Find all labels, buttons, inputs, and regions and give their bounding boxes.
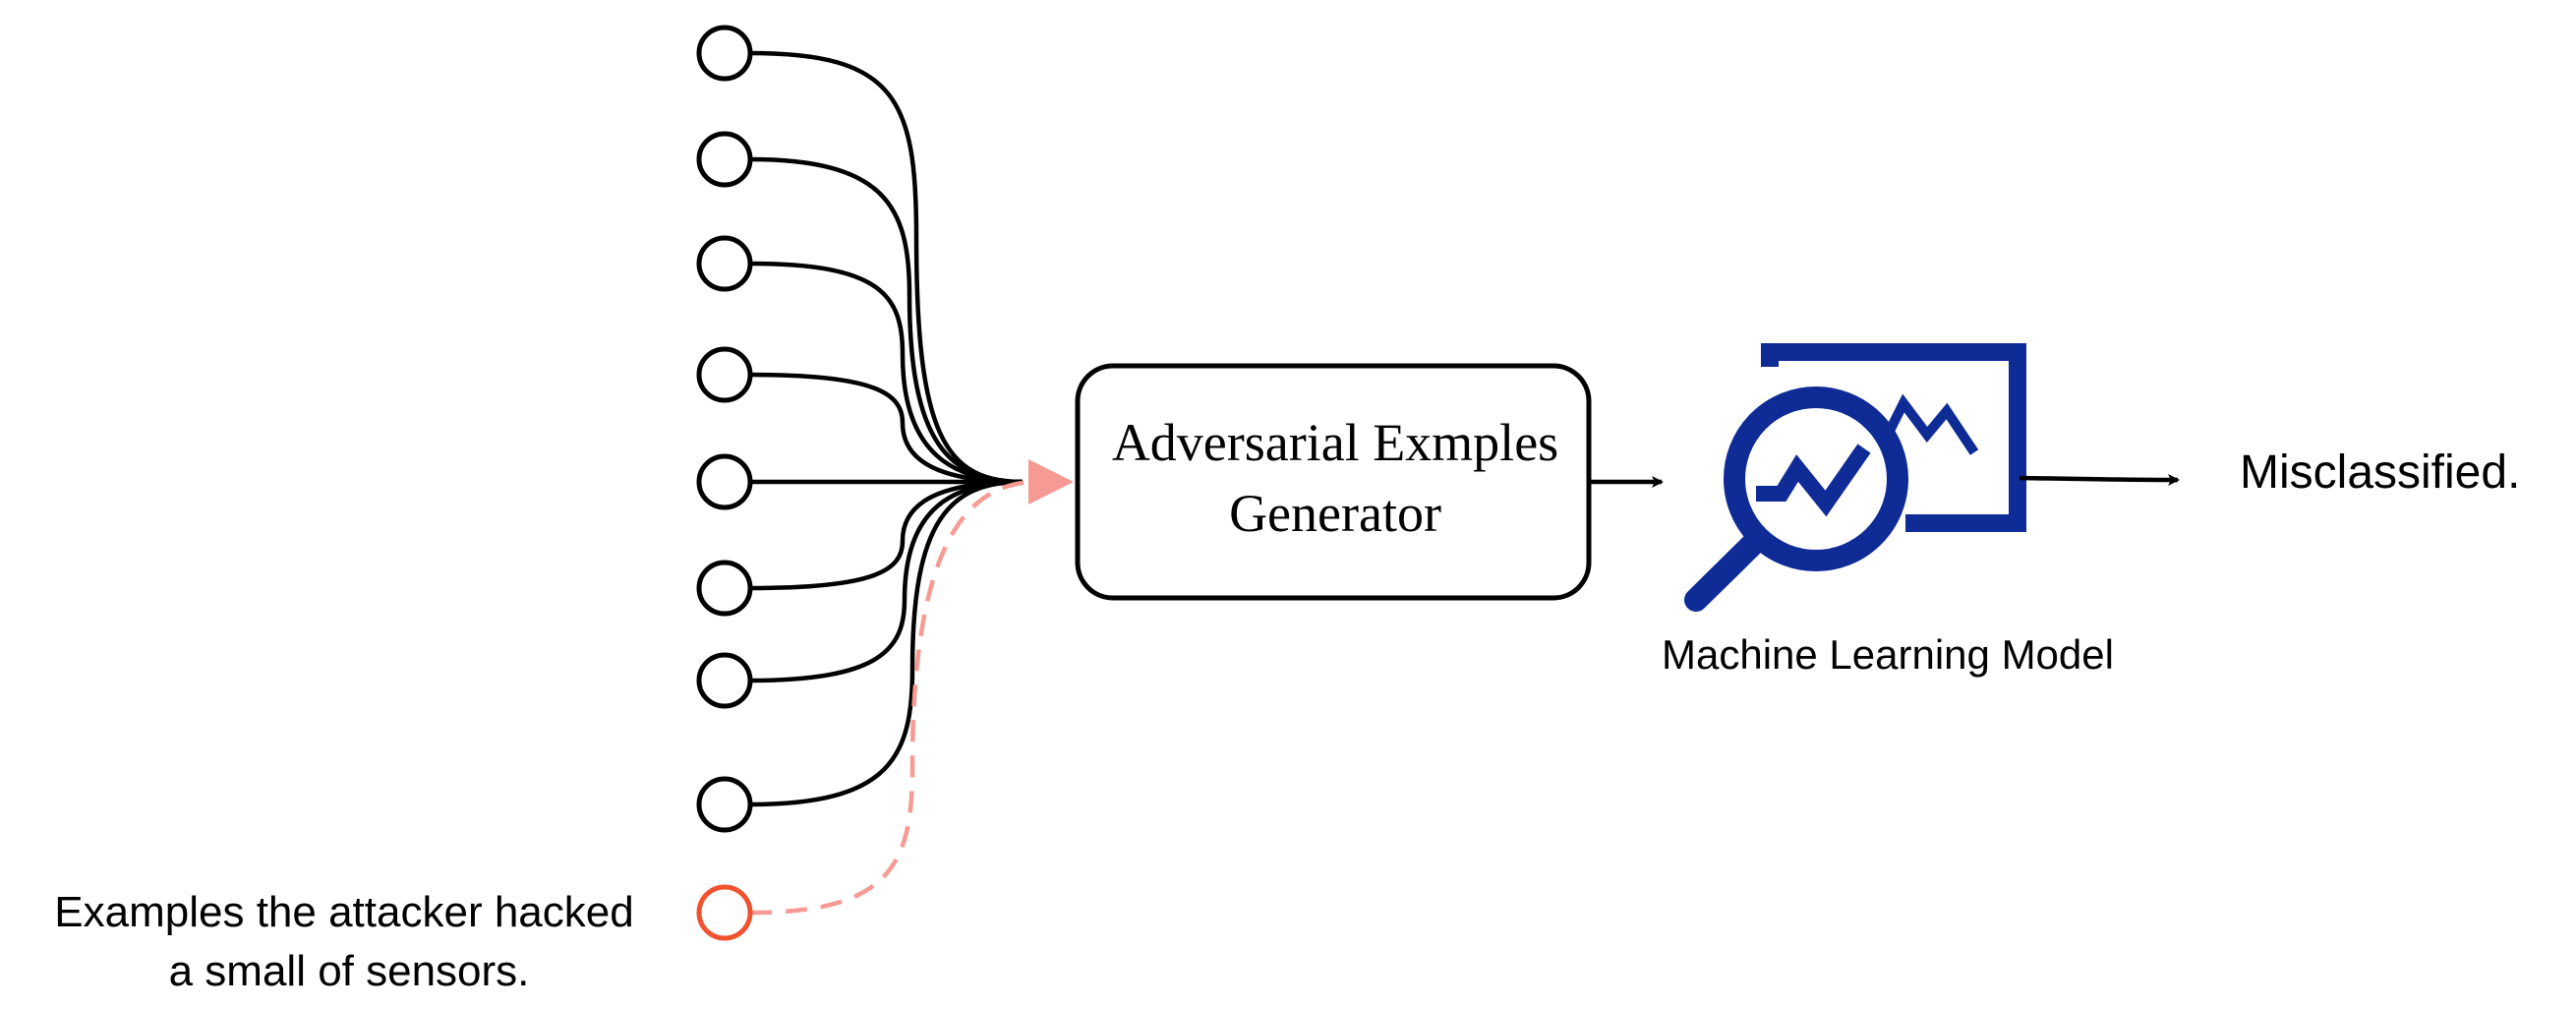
magnifier-lens	[1724, 386, 1908, 571]
model-label: Machine Learning Model	[1662, 631, 2114, 678]
attacker-note-line1: Examples the attacker hacked	[54, 888, 633, 936]
ml-model-analytics-icon	[1684, 343, 2026, 612]
sensor-node-5	[696, 453, 753, 510]
attacker-note-line2: a small of sensors.	[169, 947, 530, 995]
lens-trend-line	[1756, 444, 1871, 517]
sensor-wire-8	[749, 479, 1024, 807]
sensor-wire-6	[749, 479, 1024, 591]
sensor-wire-4	[749, 372, 1024, 485]
generator-box	[1075, 363, 1592, 601]
generator-title-line2: Generator	[1229, 484, 1441, 543]
generator-title-line1: Adversarial Exmples	[1112, 413, 1558, 472]
sensor-node-6	[696, 560, 753, 617]
sensor-wire-2	[749, 156, 1024, 485]
sensor-node-4	[696, 346, 753, 403]
sensor-wires	[749, 50, 1074, 916]
attack-arrow-head	[1028, 459, 1074, 504]
sensor-node-7	[696, 652, 753, 709]
sensor-node-1	[696, 25, 753, 82]
monitor-chart-line	[1880, 393, 1979, 455]
model-to-output-arrow	[2019, 473, 2180, 486]
attacker-note-bg	[14, 881, 678, 940]
magnifier-handle	[1684, 527, 1770, 612]
sensor-node-3	[696, 235, 753, 292]
monitor-frame	[1761, 343, 2026, 532]
generator-block: Adversarial Exmples Generator	[1075, 363, 1592, 601]
sensor-wire-3	[749, 261, 1024, 485]
sensor-nodes	[696, 25, 753, 941]
hacked-sensor-node	[696, 884, 753, 941]
sensor-node-8	[696, 776, 753, 833]
sensor-wire-7	[749, 479, 1024, 683]
output-label: Misclassified.	[2240, 446, 2520, 499]
sensor-wire-1	[749, 50, 1024, 485]
attack-wire	[749, 479, 1038, 916]
sensor-node-2	[696, 131, 753, 188]
attacker-note: Examples the attacker hacked a small of …	[14, 881, 678, 995]
